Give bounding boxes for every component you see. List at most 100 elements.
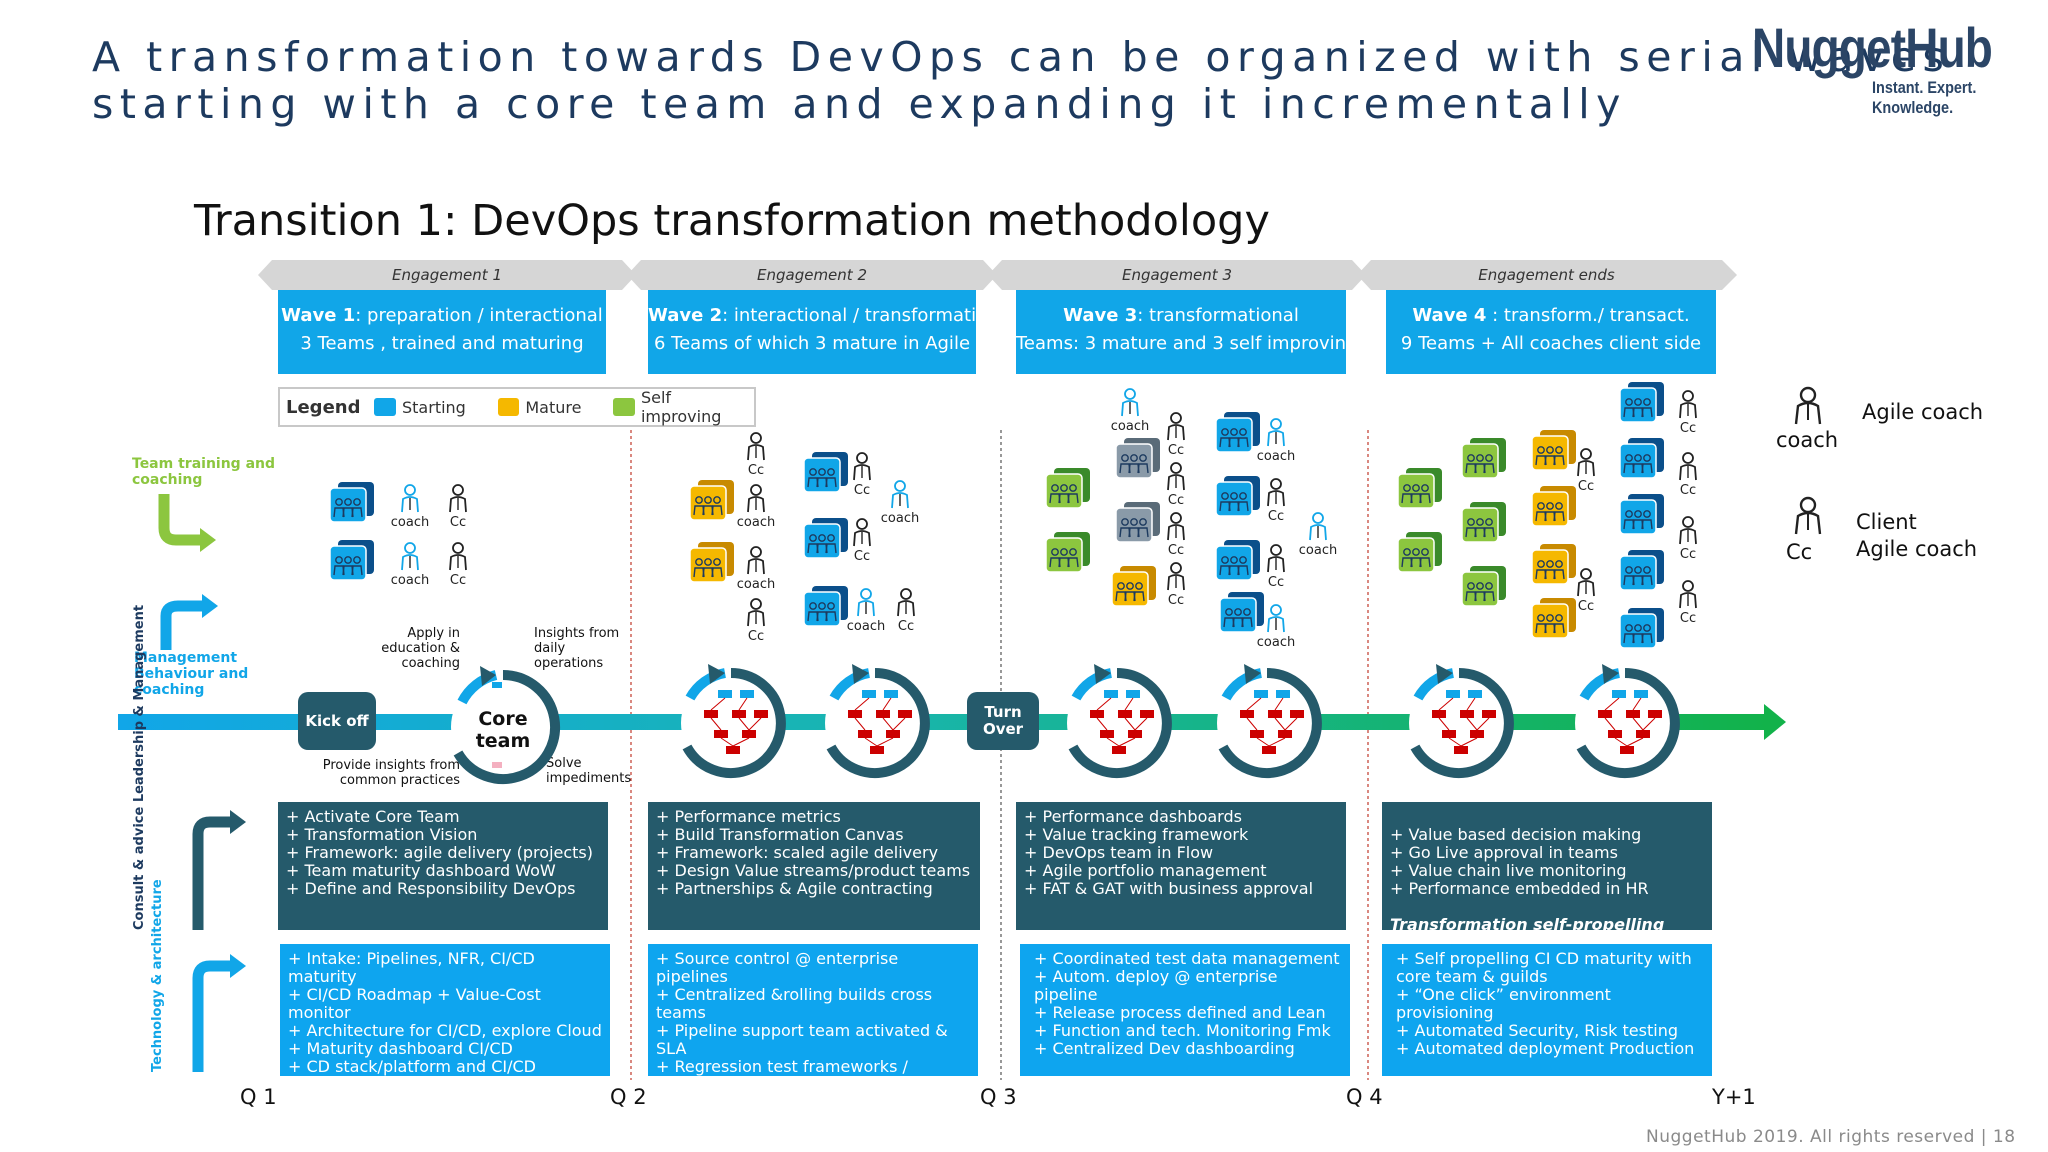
team-icon <box>1115 502 1160 543</box>
wave-1-teams: 3 Teams , trained and maturing <box>300 333 584 354</box>
wave-2-box: Wave 2: interactional / transformation 6… <box>648 290 976 374</box>
team-icon <box>1045 532 1090 573</box>
coach-icon: coach <box>1257 604 1295 650</box>
client-coach-icon: Cc <box>1267 478 1285 524</box>
wave-cycle-icon <box>1217 664 1322 778</box>
icon-label: Cc <box>1578 479 1594 494</box>
core-team-label: Core team <box>475 708 531 752</box>
engagement-1-label: Engagement 1 <box>392 266 502 284</box>
team-icon <box>1619 382 1664 423</box>
team-icon <box>1215 476 1260 517</box>
legend-label-self-improving: Self improving <box>640 388 722 426</box>
icon-label: coach <box>847 619 885 634</box>
team-icon <box>1461 566 1506 607</box>
turnover-box: Turn Over <box>967 692 1039 750</box>
icon-label: coach <box>737 515 775 530</box>
client-coach-icon: Cc <box>1577 448 1595 494</box>
nuggethub-logo: NuggetHub Instant. Expert. Knowledge. <box>1752 18 2042 118</box>
team-icon <box>1215 540 1260 581</box>
wave-4-head: Wave 4 <box>1412 305 1487 326</box>
management-label: Management Behaviour and coaching <box>134 650 249 698</box>
quarter-q1: Q 1 <box>240 1085 277 1109</box>
kickoff-box: Kick off <box>298 692 376 750</box>
key-coach-icon <box>1794 386 1822 425</box>
client-coach-icon: Cc <box>853 452 871 498</box>
tech-panel-2: + Source control @ enterprise pipelines … <box>648 944 978 1076</box>
icon-label: Cc <box>854 549 870 564</box>
coach-icon: coach <box>1111 388 1149 434</box>
wave-2-teams: 6 Teams of which 3 mature in Agile <box>653 333 971 354</box>
legend-label-starting: Starting <box>402 397 466 417</box>
footer: NuggetHub 2019. All rights reserved | 18 <box>1646 1127 2016 1147</box>
icon-label: Cc <box>1680 421 1696 436</box>
icon-label: Cc <box>1680 547 1696 562</box>
client-coach-icon: Cc <box>747 598 765 644</box>
icon-label: coach <box>391 515 429 530</box>
icon-label: Cc <box>1268 509 1284 524</box>
quarter-q4: Q 4 <box>1346 1085 1383 1109</box>
client-coach-icon: Cc <box>1167 412 1185 458</box>
timeline-arrowhead <box>1764 704 1786 740</box>
section-title: Transition 1: DevOps transformation meth… <box>194 196 1270 246</box>
client-coach-icon: Cc <box>449 484 467 530</box>
team-icon <box>1619 608 1664 649</box>
team-icon <box>329 540 374 581</box>
legend: Legend Starting Mature Self improving <box>278 387 756 427</box>
engagement-ends-label: Engagement ends <box>1478 266 1615 284</box>
legend-swatch-self-improving <box>613 398 635 416</box>
team-icon <box>803 586 848 627</box>
engagement-2-label: Engagement 2 <box>757 266 867 284</box>
wave-1-head: Wave 1 <box>281 305 356 326</box>
provide-note: Provide insights from common practices <box>322 758 460 788</box>
wave-3-desc: : transformational <box>1137 305 1299 326</box>
icon-label: coach <box>1257 449 1295 464</box>
consult-panel-4: + Value based decision making + Go Live … <box>1382 802 1712 930</box>
client-coach-icon: Cc <box>449 542 467 588</box>
legend-title: Legend <box>286 396 361 418</box>
team-icon <box>1619 550 1664 591</box>
consult-panel-4-bold: Transformation self-propelling <box>1390 915 1665 931</box>
client-coach-icon: Cc <box>1167 562 1185 608</box>
team-icon <box>1619 438 1664 479</box>
client-coach-icon: Cc <box>747 432 765 478</box>
legend-swatch-mature <box>497 398 520 416</box>
icon-label: Cc <box>1680 611 1696 626</box>
coach-icon: coach <box>391 484 429 530</box>
team-icon <box>1045 468 1090 509</box>
icon-label: Cc <box>898 619 914 634</box>
wave-cycle-icon <box>1067 664 1172 778</box>
icon-label: coach <box>391 573 429 588</box>
icon-label: coach <box>881 511 919 526</box>
icon-label: coach <box>1111 419 1149 434</box>
coach-icon: coach <box>847 588 885 634</box>
insights-note: Insights from daily operations <box>534 626 620 671</box>
consult-panel-1: + Activate Core Team + Transformation Vi… <box>278 802 608 930</box>
icon-label: Cc <box>1680 483 1696 498</box>
client-coach-icon: Cc <box>1167 462 1185 508</box>
icon-label: Cc <box>1168 443 1184 458</box>
wave-cycle-icon <box>1575 664 1680 778</box>
team-icon <box>1531 544 1576 585</box>
quarter-y1: Y+1 <box>1712 1085 1756 1109</box>
icon-label: Cc <box>1268 575 1284 590</box>
team-icon <box>1397 532 1442 573</box>
legend-swatch-starting <box>374 398 396 416</box>
wave-4-box: Wave 4 : transform./ transact. 9 Teams +… <box>1386 290 1716 374</box>
logo-tagline: Instant. Expert. Knowledge. <box>1872 78 1977 117</box>
title-line-1: A transformation towards DevOps can be o… <box>92 33 1951 81</box>
wave-2-desc: : interactional / transformation <box>722 305 976 326</box>
engagement-3-label: Engagement 3 <box>1122 266 1232 284</box>
key-cc-label: Cc <box>1786 540 1813 564</box>
team-training-label: Team training and coaching <box>132 456 276 488</box>
team-icon <box>689 480 734 521</box>
key-cc-icon <box>1794 496 1822 535</box>
icon-label: coach <box>1299 543 1337 558</box>
tech-panel-1: + Intake: Pipelines, NFR, CI/CD maturity… <box>280 944 610 1076</box>
team-icon <box>1531 486 1576 527</box>
wave-3-teams: Teams: 3 mature and 3 self improving <box>1016 333 1346 354</box>
apply-note: Apply in education & coaching <box>381 626 460 671</box>
wave-1-box: Wave 1: preparation / interactional 3 Te… <box>278 290 606 374</box>
team-icon <box>1397 468 1442 509</box>
client-coach-icon: Cc <box>1167 512 1185 558</box>
